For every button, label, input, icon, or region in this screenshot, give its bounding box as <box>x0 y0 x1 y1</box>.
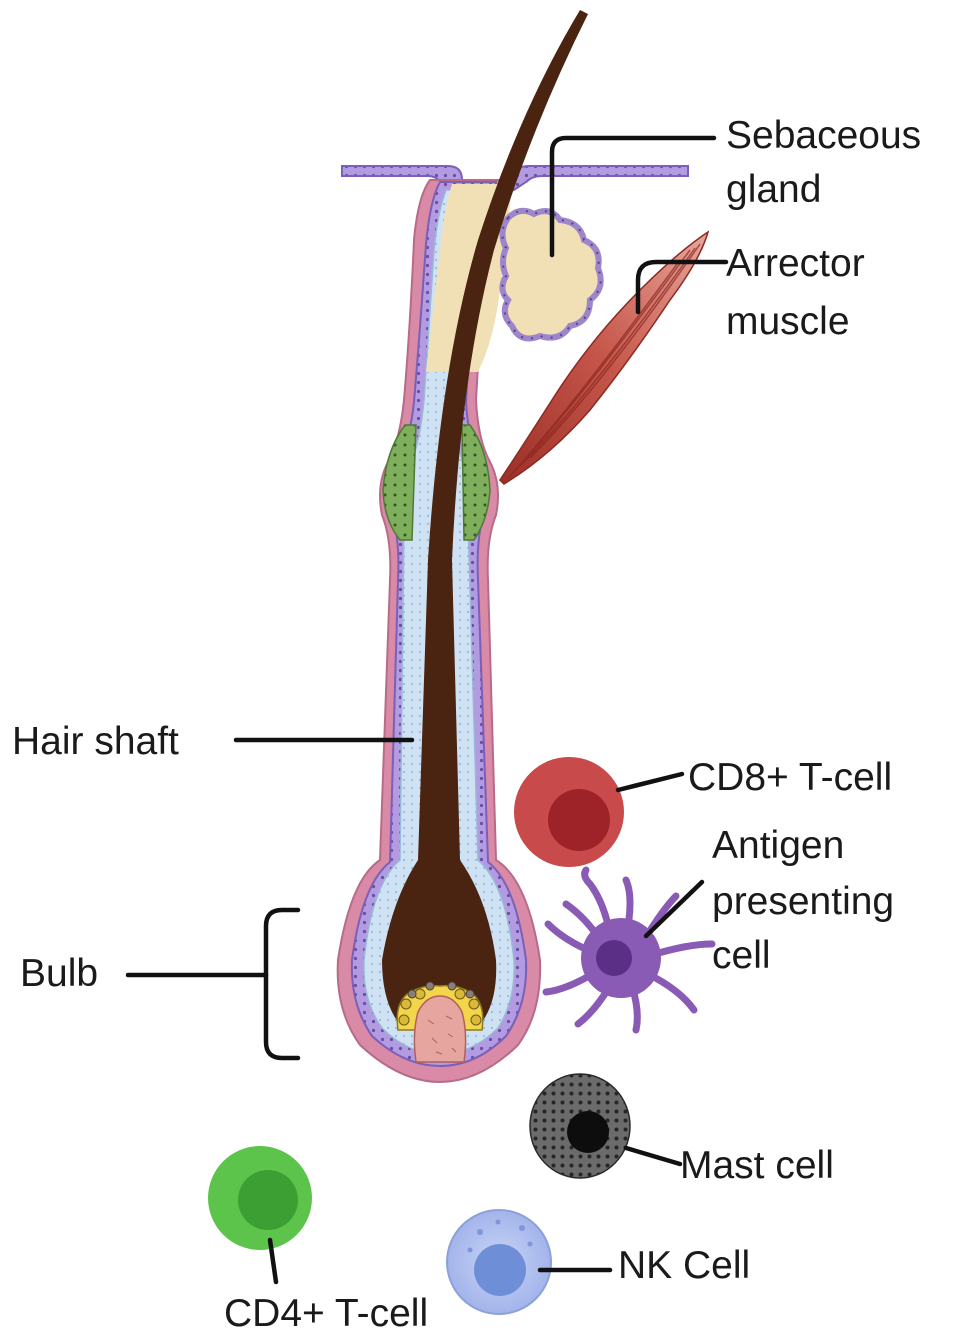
label-nk: NK Cell <box>618 1244 750 1287</box>
label-bulb: Bulb <box>20 952 98 995</box>
label-hair-shaft: Hair shaft <box>12 720 179 763</box>
mast-leader <box>626 1148 680 1164</box>
label-sebaceous-line1: Sebaceous <box>726 114 921 157</box>
cd8-leader <box>618 774 682 790</box>
label-cd4: CD4+ T-cell <box>224 1292 428 1335</box>
label-apc-line1: Antigen <box>712 824 844 867</box>
cd4-t-cell <box>208 1146 312 1250</box>
nk-cell <box>447 1210 551 1314</box>
cd8-t-cell <box>514 757 624 867</box>
label-apc-line2: presenting <box>712 880 894 923</box>
label-arrector-line1: Arrector <box>726 242 865 285</box>
label-arrector-line2: muscle <box>726 300 850 343</box>
apc-leader <box>646 882 702 936</box>
label-sebaceous-line2: gland <box>726 168 821 211</box>
label-apc-line3: cell <box>712 934 771 977</box>
label-cd8: CD8+ T-cell <box>688 756 892 799</box>
mast-cell <box>530 1074 630 1178</box>
dermal-papilla <box>414 996 465 1062</box>
label-mast: Mast cell <box>680 1144 834 1187</box>
bulb-bracket <box>266 910 298 1058</box>
epidermis-right <box>508 166 688 190</box>
